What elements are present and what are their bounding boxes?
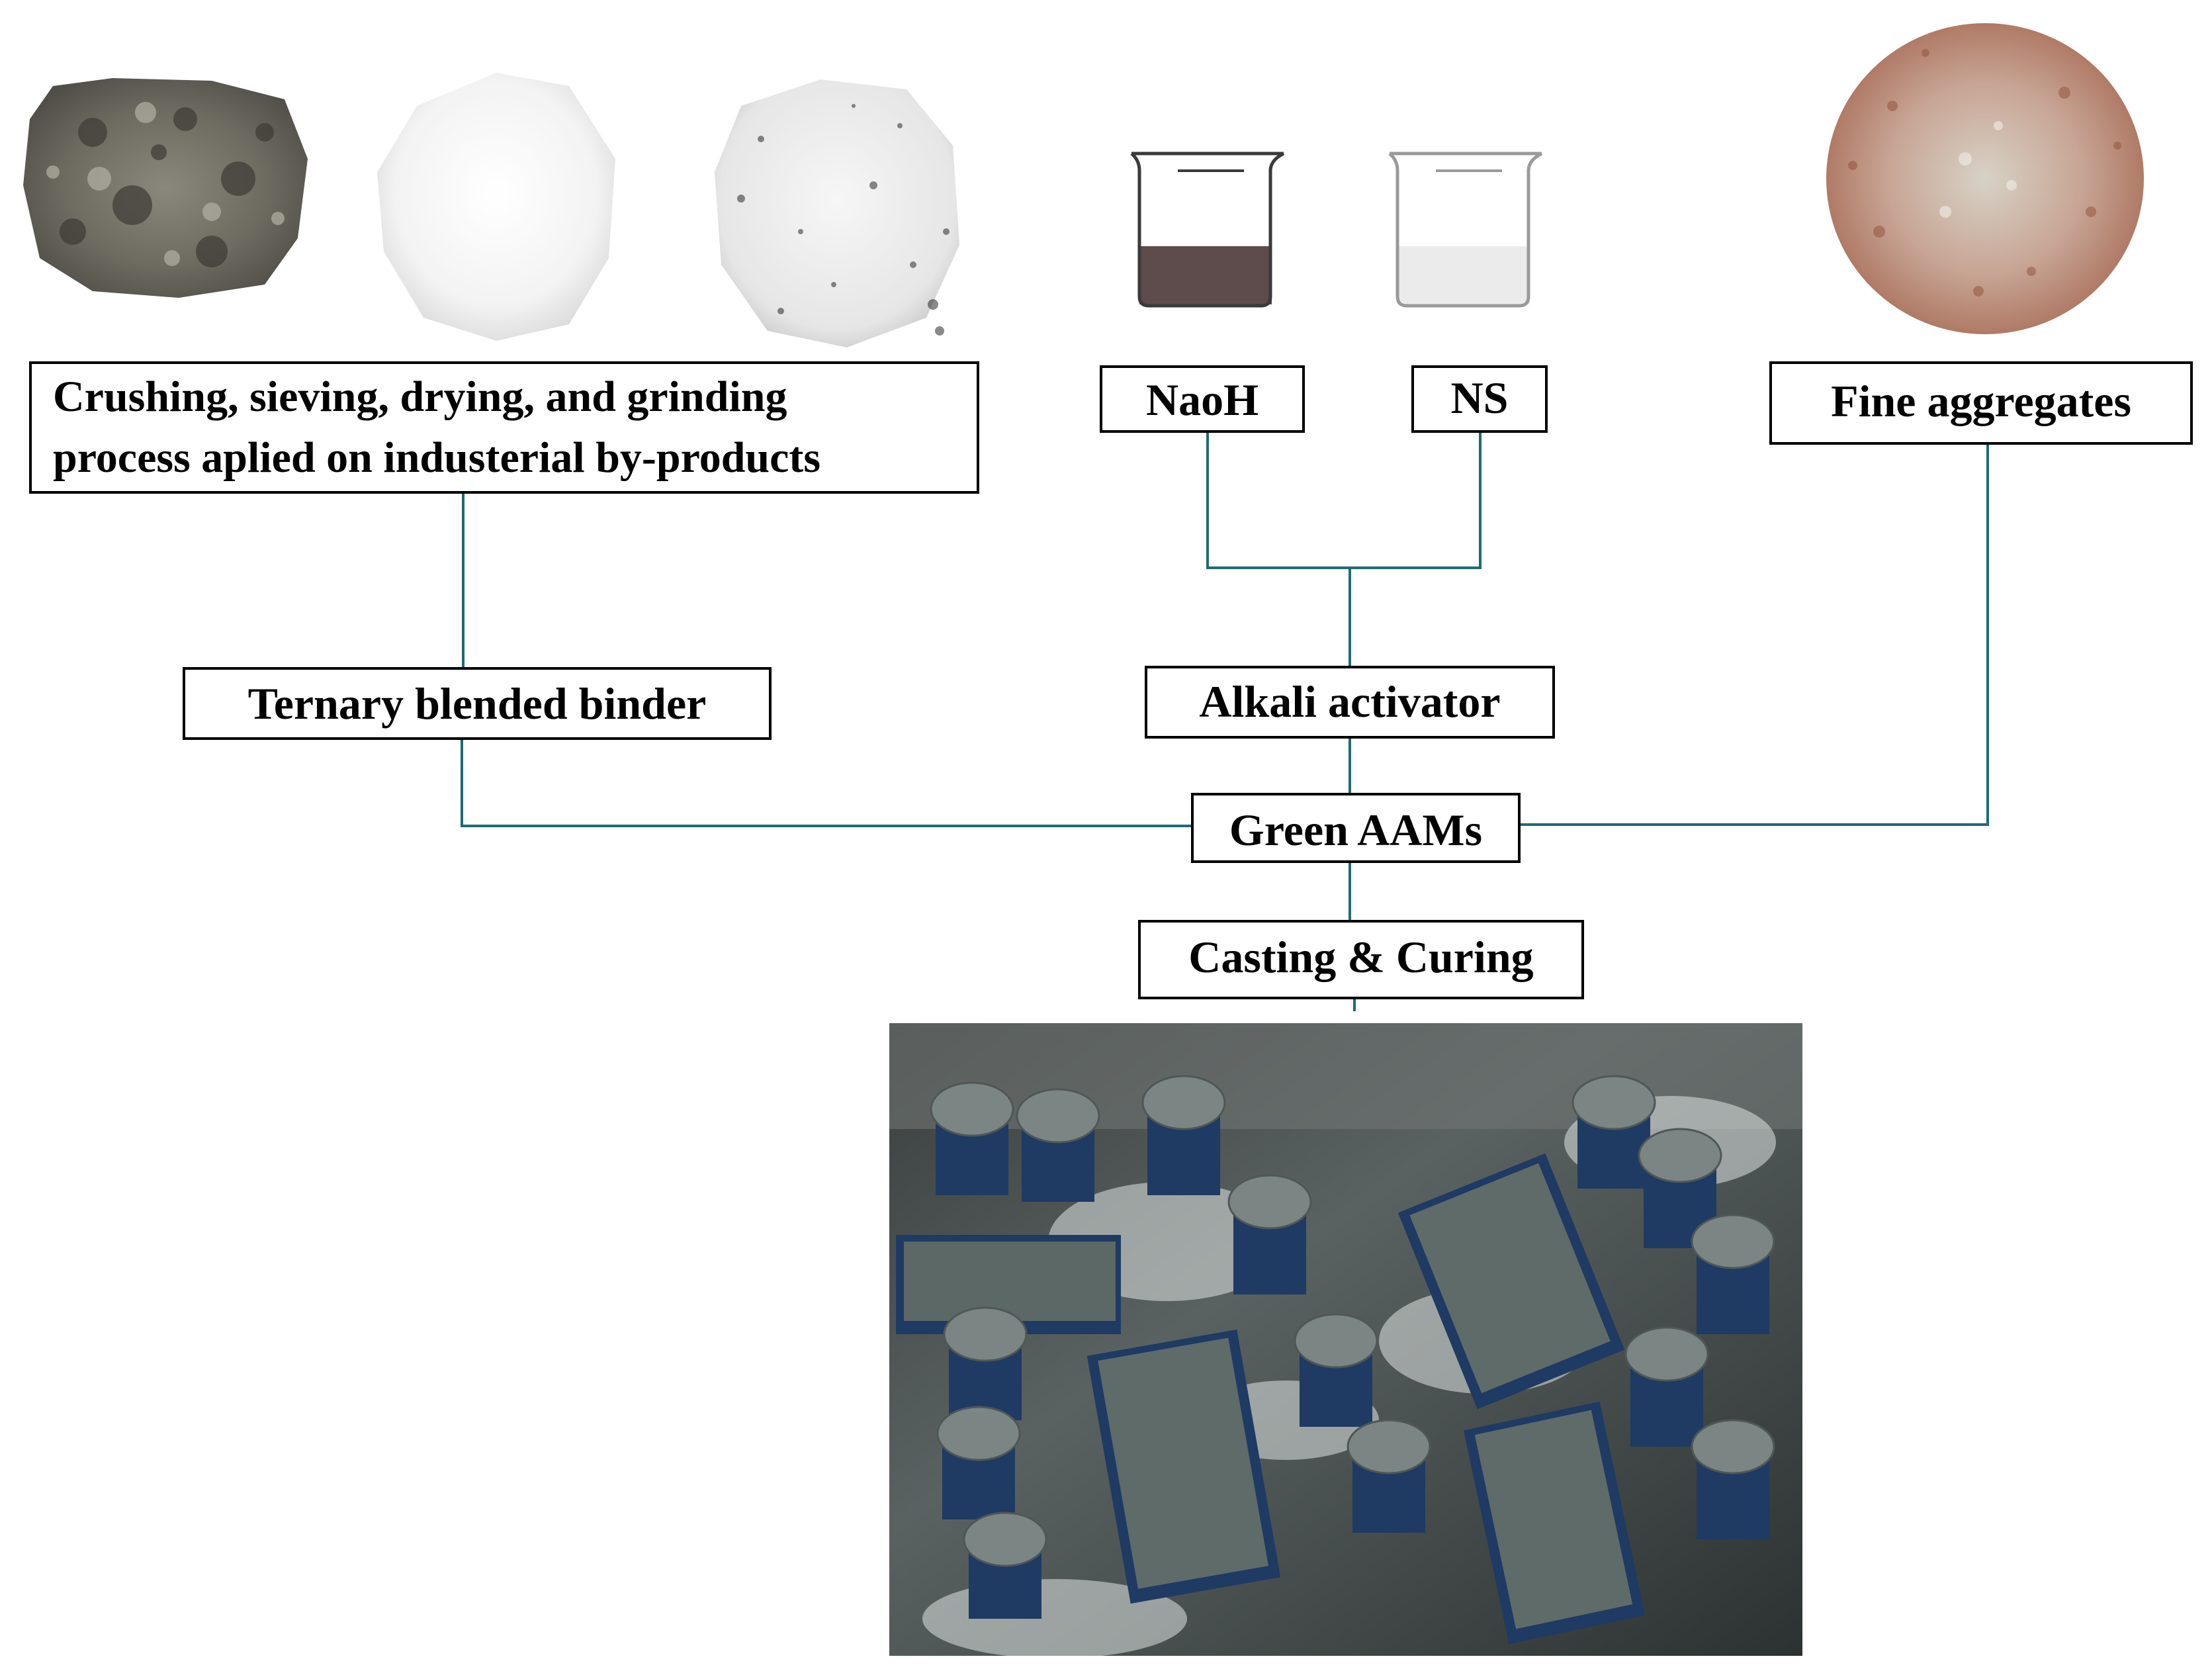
fine-aggregates-label: Fine aggregates — [1831, 376, 2131, 426]
process-box-line1: Crushing, sieving, drying, and grinding — [53, 373, 787, 421]
green-aams-label: Green AAMs — [1229, 805, 1483, 855]
connector-naoh-to-activator — [1206, 433, 1350, 569]
casting-curing-label: Casting & Curing — [1188, 932, 1534, 982]
fine-aggregates-box: Fine aggregates — [1769, 361, 2193, 445]
green-aams-box: Green AAMs — [1191, 793, 1521, 863]
connector-binder-to-green — [461, 740, 1191, 827]
process-box: Crushing, sieving, drying, and grinding … — [29, 361, 979, 494]
byproduct-powder-gray-image — [23, 78, 308, 298]
naoh-beaker-image — [1130, 152, 1285, 308]
ns-label: NS — [1450, 373, 1509, 423]
ternary-binder-box: Ternary blended binder — [183, 667, 772, 740]
alkali-activator-label: Alkali activator — [1199, 676, 1501, 727]
byproduct-powder-white-image — [377, 73, 615, 341]
connector-fine-to-green — [1521, 445, 1989, 826]
connector-ns-to-activator — [1350, 433, 1482, 569]
ns-beaker-image — [1388, 152, 1543, 308]
process-box-line2: process aplied on industerial by-product… — [53, 433, 821, 482]
casting-curing-box: Casting & Curing — [1138, 920, 1584, 999]
ns-box: NS — [1411, 365, 1548, 433]
ternary-binder-label: Ternary blended binder — [247, 678, 707, 729]
cast-specimens-photo — [889, 1023, 1802, 1656]
alkali-activator-box: Alkali activator — [1145, 666, 1555, 739]
fine-aggregates-image — [1826, 23, 2144, 334]
naoh-box: NaoH — [1100, 365, 1305, 433]
byproduct-powder-speckled-image — [715, 79, 959, 347]
naoh-label: NaoH — [1146, 375, 1259, 425]
